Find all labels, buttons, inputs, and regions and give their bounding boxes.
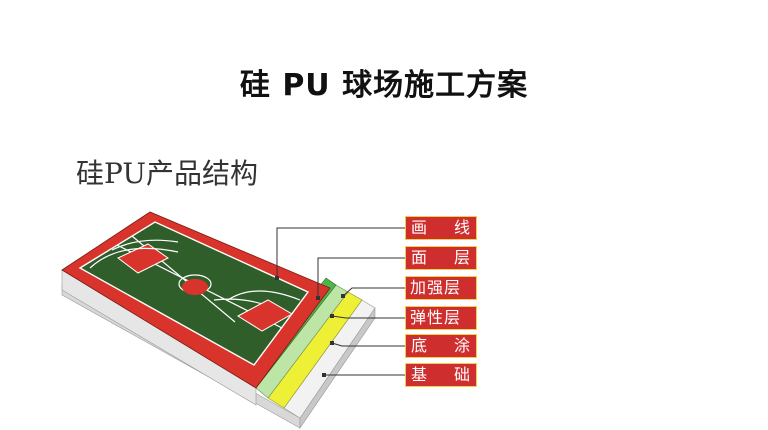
page-title: 硅 PU 球场施工方案 [239,68,529,103]
right-three-point-arc [227,290,301,301]
label-primer: 底涂 [405,334,477,358]
left-three-point-arc [89,247,179,269]
label-elastic-layer: 弹性层 [405,306,477,330]
label-line-marking: 画线 [405,216,477,240]
label-primer-b: 涂 [453,336,470,355]
label-foundation: 基础 [405,363,477,387]
label-foundation-b: 础 [453,365,470,384]
label-line-marking-a: 画 [411,218,428,237]
center-circle [182,279,208,295]
label-primer-a: 底 [411,336,428,355]
right-key [237,299,294,332]
label-line-marking-b: 线 [453,218,470,237]
label-reinforcement-layer: 加强层 [405,276,477,300]
label-surface-layer-b: 层 [453,248,470,267]
leader-dots [275,276,345,377]
section-subtitle: 硅PU产品结构 [76,157,258,190]
label-surface-layer: 面层 [405,246,477,270]
leader-lines [276,227,405,376]
label-surface-layer-a: 面 [411,248,428,267]
label-foundation-a: 基 [411,365,428,384]
